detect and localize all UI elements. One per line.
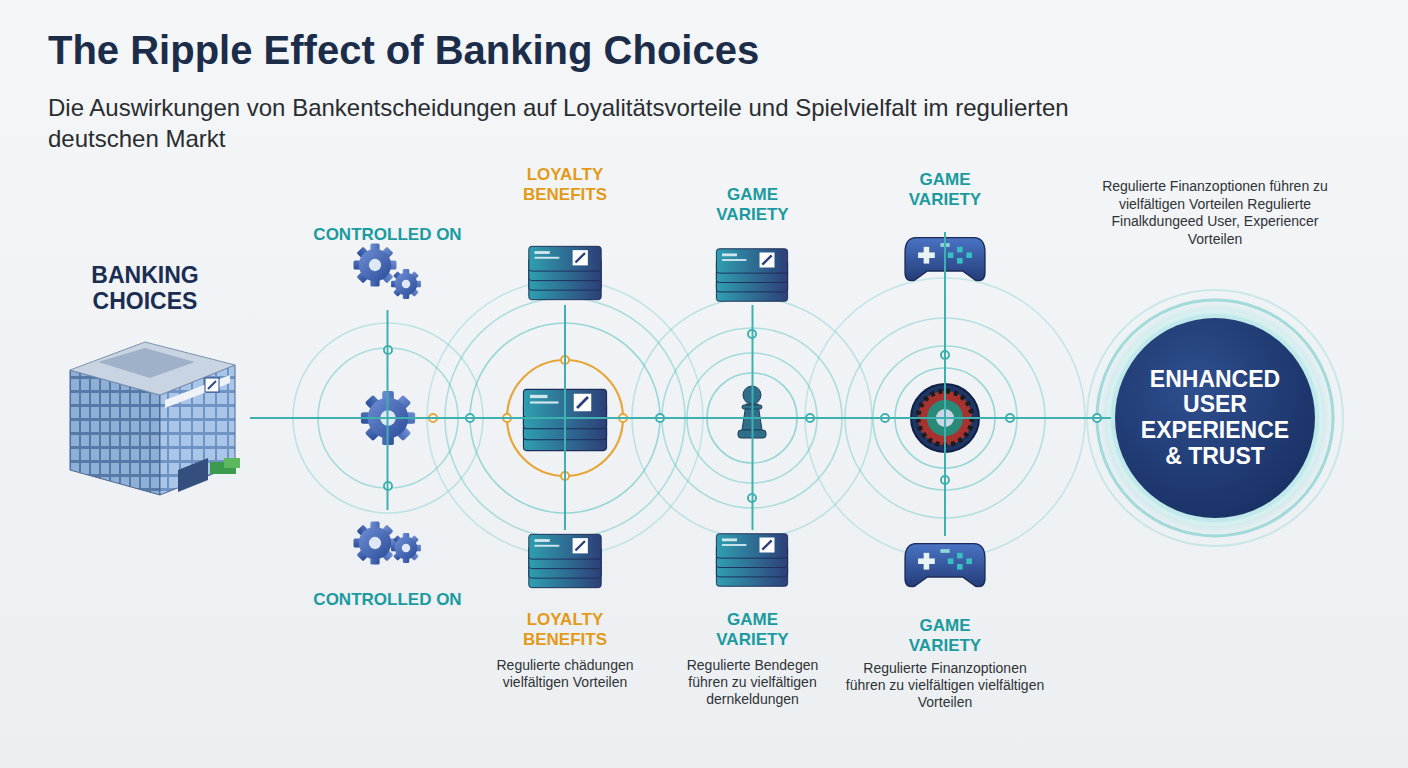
connector <box>945 232 946 536</box>
connector <box>565 305 566 530</box>
gear-icon: CONTROLLED ON <box>300 225 475 310</box>
node-label: GAME VARIETY <box>895 616 995 655</box>
node-label: GAME VARIETY <box>703 185 803 224</box>
note-text: Regulierte Finanzoptionen führen zu viel… <box>1085 178 1345 248</box>
node-label: ENHANCED USER EXPERIENCE & TRUST <box>1130 367 1300 470</box>
outcome-circle: ENHANCED USER EXPERIENCE & TRUST <box>1115 318 1315 518</box>
connector <box>752 305 753 530</box>
node-body: Regulierte Finanzoptionen führen zu viel… <box>845 660 1045 710</box>
subtitle: Die Auswirkungen von Bankentscheidungen … <box>48 92 1088 154</box>
card-stack-icon: GAME VARIETY <box>690 185 815 305</box>
controller-icon: GAME VARIETY Regulierte Finanzoptionen fü… <box>845 536 1045 720</box>
connector <box>387 310 388 510</box>
controller-icon: GAME VARIETY <box>885 170 1005 232</box>
card-stack-icon: LOYALTY BENEFITS Regulierte chädungen vie… <box>470 530 660 700</box>
node-label: LOYALTY BENEFITS <box>510 610 620 649</box>
node-label: LOYALTY BENEFITS <box>510 165 620 204</box>
card-stack-icon: GAME VARIETY Regulierte Bendegen führen z… <box>665 530 840 720</box>
node-label: GAME VARIETY <box>703 610 803 649</box>
node-body: Regulierte chädungen vielfältigen Vortei… <box>470 657 660 691</box>
node-label: CONTROLLED ON <box>300 225 475 245</box>
card-stack-icon: LOYALTY BENEFITS <box>505 165 625 305</box>
title: The Ripple Effect of Banking Choices <box>48 28 759 73</box>
node-label: CONTROLLED ON <box>300 590 475 610</box>
gear-icon: CONTROLLED ON <box>300 510 475 615</box>
node-body: Regulierte Bendegen führen zu vielfältig… <box>673 657 833 707</box>
node-label: BANKING CHOICES <box>40 262 250 315</box>
bank-building: BANKING CHOICES <box>40 250 250 500</box>
node-label: GAME VARIETY <box>895 170 995 209</box>
connector <box>250 418 1115 419</box>
